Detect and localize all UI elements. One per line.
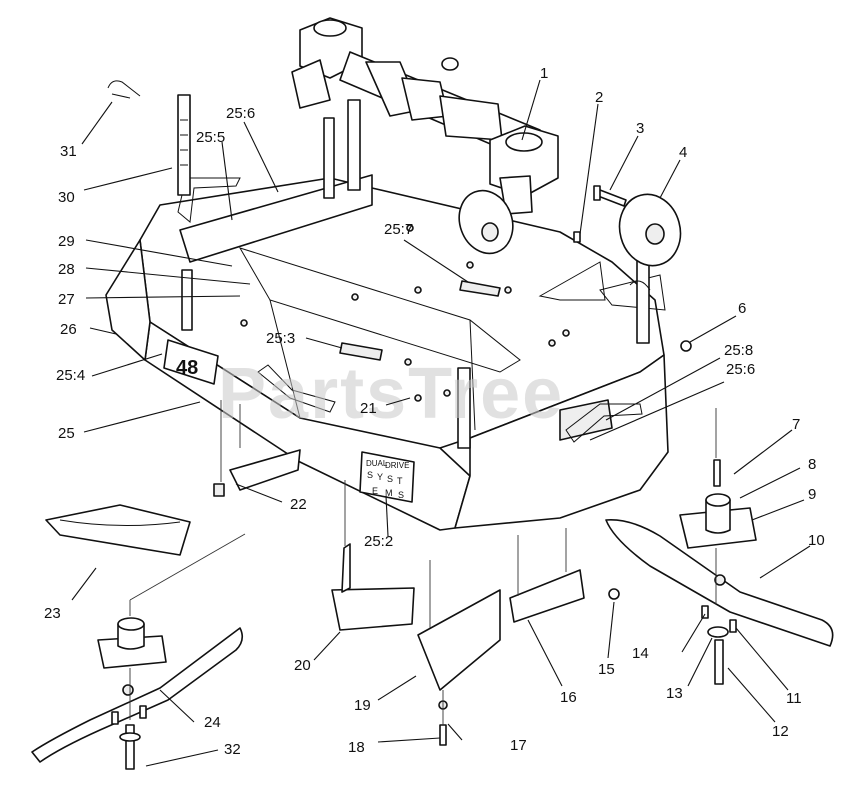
callout-2: 2 xyxy=(595,89,603,106)
callout-11: 11 xyxy=(786,690,802,707)
callout-8: 8 xyxy=(808,456,816,473)
decal-line: E xyxy=(372,486,378,496)
right-spindle-blade xyxy=(605,459,834,685)
callout-9: 9 xyxy=(808,486,816,503)
callout-1: 1 xyxy=(540,65,548,82)
callout-25-8: 25:8 xyxy=(724,342,753,359)
callout-25: 25 xyxy=(58,425,75,442)
assembly-lines xyxy=(129,400,717,725)
callout-16: 16 xyxy=(560,689,577,706)
left-spindle-blade xyxy=(31,617,244,770)
callout-17: 17 xyxy=(510,737,527,754)
callout-21: 21 xyxy=(360,400,377,417)
callout-29: 29 xyxy=(58,233,75,250)
deck-handle xyxy=(257,364,336,413)
leader-lines xyxy=(71,79,811,767)
callout-18: 18 xyxy=(348,739,365,756)
deck-handle xyxy=(565,403,643,443)
callout-4: 4 xyxy=(679,144,687,161)
gauge-wheels xyxy=(458,185,692,352)
callout-3: 3 xyxy=(636,120,644,137)
callout-30: 30 xyxy=(58,189,75,206)
callout-12: 12 xyxy=(772,723,789,740)
callout-31: 31 xyxy=(60,143,77,160)
callout-13: 13 xyxy=(666,685,683,702)
left-baffles xyxy=(45,449,301,556)
drive-assembly xyxy=(291,17,559,215)
callout-20: 20 xyxy=(294,657,311,674)
callout-25-4: 25:4 xyxy=(56,367,85,384)
callout-32: 32 xyxy=(224,741,241,758)
callout-10: 10 xyxy=(808,532,825,549)
callout-22: 22 xyxy=(290,496,307,513)
decal-line: S xyxy=(387,474,393,484)
callout-24: 24 xyxy=(204,714,221,731)
callout-25-5: 25:5 xyxy=(196,129,225,146)
callout-28: 28 xyxy=(58,261,75,278)
callout-25-3: 25:3 xyxy=(266,330,295,347)
callout-15: 15 xyxy=(598,661,615,678)
callout-25-6b: 25:6 xyxy=(726,361,755,378)
decal-line: S xyxy=(367,470,373,480)
decal-line: M xyxy=(385,488,393,498)
callout-25-6a: 25:6 xyxy=(226,105,255,122)
decal-line: T xyxy=(397,476,403,486)
callout-26: 26 xyxy=(60,321,77,338)
hairpin-clip xyxy=(107,80,141,99)
deck-size-decal: 48 xyxy=(176,357,198,379)
callout-7: 7 xyxy=(792,416,800,433)
decal-line: DRIVE xyxy=(385,461,409,470)
watermark: PartsTree xyxy=(218,354,564,434)
decal-line: DUAL xyxy=(366,459,388,468)
decal-line: Y xyxy=(377,472,383,482)
callout-19: 19 xyxy=(354,697,371,714)
callout-23: 23 xyxy=(44,605,61,622)
callout-14: 14 xyxy=(632,645,649,662)
callout-6: 6 xyxy=(738,300,746,317)
deck-lift-pins xyxy=(107,80,650,449)
callout-25-7: 25:7 xyxy=(384,221,413,238)
callout-27: 27 xyxy=(58,291,75,308)
center-baffles xyxy=(331,543,620,746)
callout-25-2: 25:2 xyxy=(364,533,393,550)
decal-line: S xyxy=(398,490,404,500)
callout-labels: 1 2 3 4 6 7 8 9 10 11 12 13 14 15 16 17 … xyxy=(44,65,825,758)
